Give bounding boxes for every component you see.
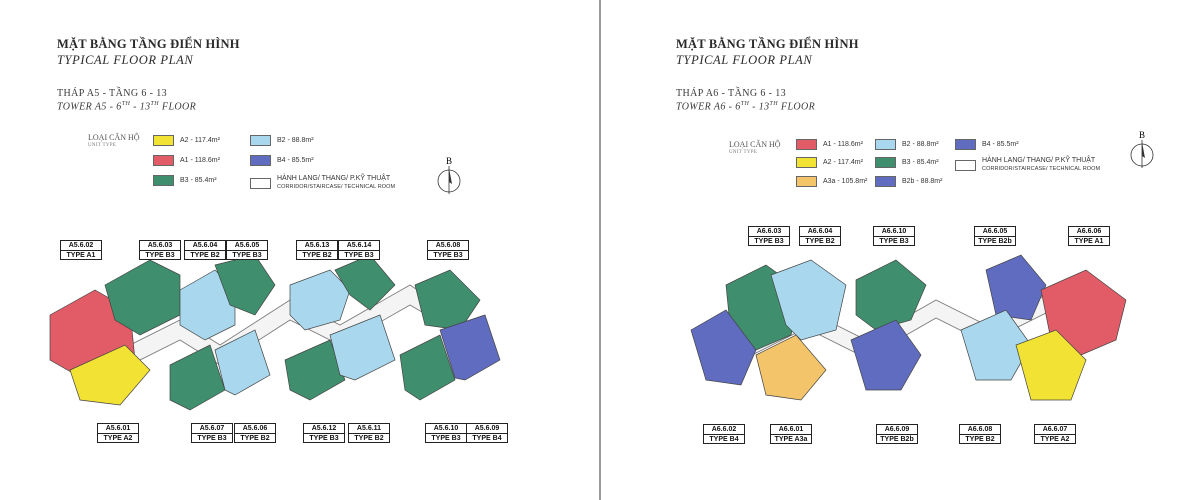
unit-a5-6-13 — [289, 269, 351, 331]
left-panel-tower-a5: MẶT BẰNG TẦNG ĐIỂN HÌNH TYPICAL FLOOR PL… — [49, 37, 508, 443]
floor-plan-a6 — [690, 254, 1127, 401]
legend-item-b3: B3 - 85.4m² — [875, 157, 939, 168]
unit-a6-6-04 — [770, 259, 847, 341]
north-compass-icon: B — [1130, 130, 1154, 168]
unit-a5-6-04 — [179, 269, 236, 341]
unit-a5-6-07 — [169, 344, 226, 411]
svg-text:B: B — [1139, 130, 1145, 140]
unit-type-label-vn: LOẠI CĂN HỘ — [88, 133, 140, 142]
tower-floor-vietnamese: THÁP A6 - TẦNG 6 - 13 — [676, 88, 787, 99]
legend-item-b2: B2 - 88.8m² — [875, 139, 939, 150]
legend-item-a2: A2 - 117.4m² — [796, 157, 863, 168]
title-english: TYPICAL FLOOR PLAN — [676, 53, 813, 67]
unit-a6-6-05 — [985, 254, 1047, 321]
unit-a5-6-01 — [69, 344, 151, 406]
unit-a6-6-09 — [850, 319, 922, 391]
unit-a5-6-08 — [414, 269, 481, 331]
legend-item-a2: A2 - 117.4m² — [153, 135, 220, 146]
unit-a5-6-09 — [439, 314, 501, 381]
legend-item-a1: A1 - 118.6m² — [796, 139, 863, 150]
legend-item-b4: B4 - 85.5m² — [955, 139, 1019, 150]
title-english: TYPICAL FLOOR PLAN — [57, 53, 194, 67]
legend-item-b2b: B2b - 88.8m² — [875, 176, 942, 187]
unit-a5-6-06 — [214, 329, 271, 396]
floor-plan-a5 — [49, 254, 501, 411]
unit-a5-6-11 — [329, 314, 396, 381]
unit-a5-6-10 — [399, 334, 456, 401]
page-divider — [599, 0, 601, 500]
unit-type-label-en: UNIT TYPE — [88, 143, 117, 148]
unit-type-label-vn: LOẠI CĂN HỘ — [729, 140, 781, 149]
right-panel-tower-a6: MẶT BẰNG TẦNG ĐIỂN HÌNH TYPICAL FLOOR PL… — [601, 0, 1200, 500]
title-vietnamese: MẶT BẰNG TẦNG ĐIỂN HÌNH — [676, 37, 859, 51]
legend-item-a3a: A3a - 105.8m² — [796, 176, 867, 187]
unit-a6-6-01 — [755, 334, 827, 401]
unit-type-label-en: UNIT TYPE — [729, 150, 758, 155]
legend-item-b2: B2 - 88.8m² — [250, 135, 314, 146]
unit-a6-6-02 — [690, 309, 757, 386]
unit-a6-6-07 — [1015, 329, 1087, 401]
north-compass-icon: B — [437, 156, 461, 194]
svg-text:B: B — [446, 156, 452, 166]
tower-floor-english: TOWER A5 - 6TH - 13TH FLOOR — [57, 101, 197, 113]
unit-a5-6-12 — [284, 339, 346, 401]
legend-item-b3: B3 - 85.4m² — [153, 175, 217, 186]
title-vietnamese: MẶT BẰNG TẦNG ĐIỂN HÌNH — [57, 37, 240, 51]
legend-item-b4: B4 - 85.5m² — [250, 155, 314, 166]
legend-item-a1: A1 - 118.6m² — [153, 155, 220, 166]
tower-floor-english: TOWER A6 - 6TH - 13TH FLOOR — [676, 101, 816, 113]
tower-floor-vietnamese: THÁP A5 - TẦNG 6 - 13 — [57, 88, 168, 99]
unit-a6-6-10 — [855, 259, 927, 331]
